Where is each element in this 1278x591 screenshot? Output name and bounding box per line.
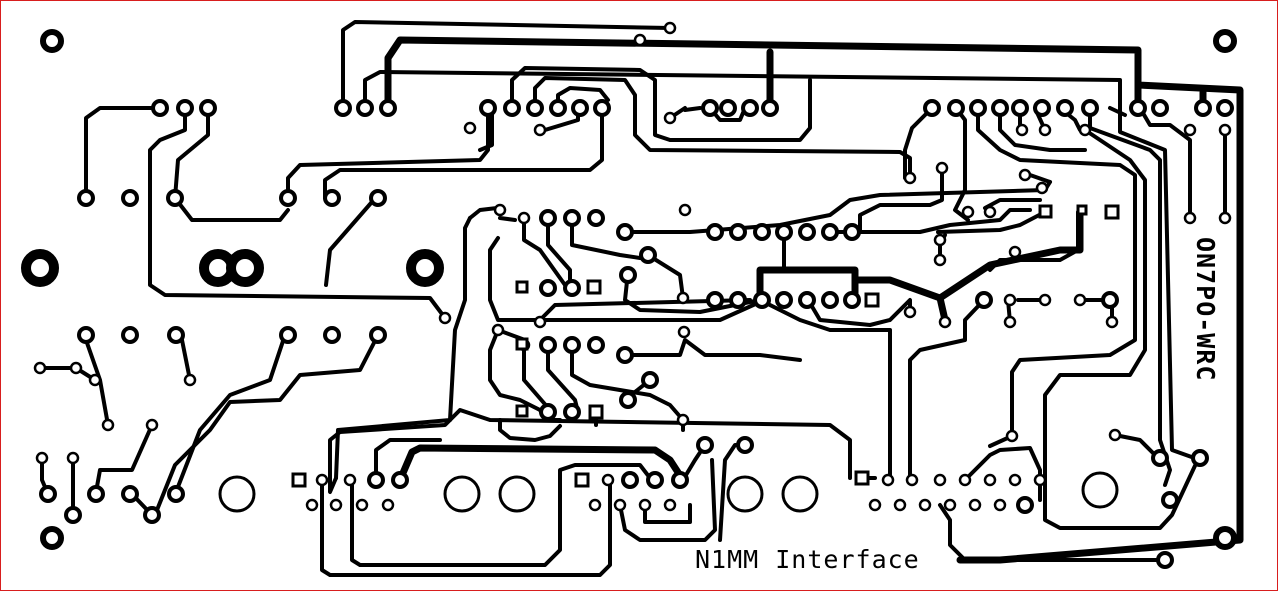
bottom-label: N1MM Interface (695, 545, 920, 574)
small-pads (33, 21, 1232, 512)
large-pads (21, 249, 1119, 513)
mounting-holes (40, 29, 1237, 550)
square-pads (291, 204, 1120, 488)
side-label: ON7PO-WRC (1191, 237, 1220, 381)
